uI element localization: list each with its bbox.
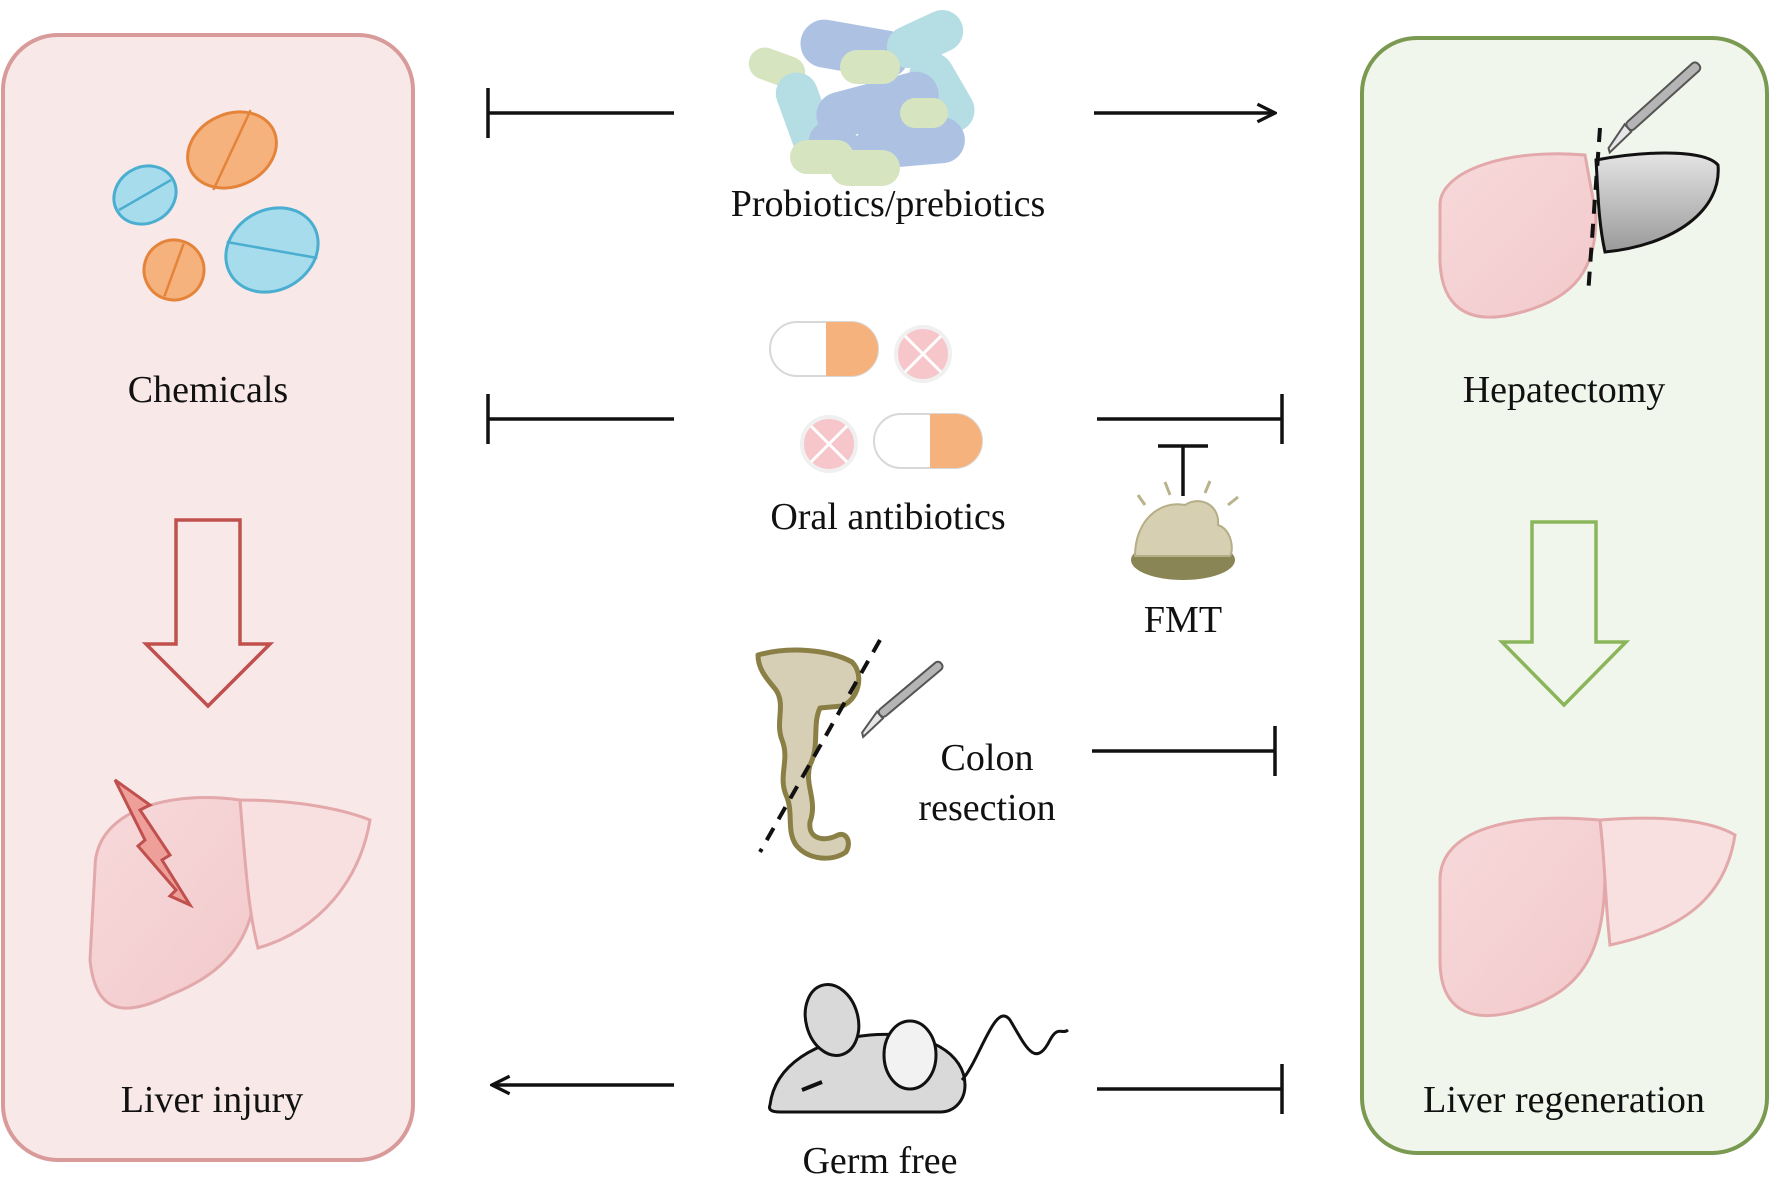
connectors — [486, 88, 1284, 1114]
antibiotics-pills-icon — [769, 321, 983, 473]
liver-injury-label: Liver injury — [121, 1079, 304, 1121]
colon-label-line1: Colon — [941, 737, 1034, 779]
right-panel: Hepatectomy Liver regeneration — [1360, 36, 1769, 1155]
regenerated-liver-icon — [1438, 816, 1737, 1018]
tablet-icon — [800, 415, 858, 473]
mouse-icon — [768, 983, 1069, 1114]
colon-icon — [755, 639, 944, 861]
stool-icon — [1131, 480, 1239, 580]
probiotics-label: Probiotics/prebiotics — [731, 183, 1046, 225]
tablet-icon — [894, 325, 952, 383]
injured-liver-icon — [88, 778, 372, 1010]
capsule-icon — [873, 413, 983, 469]
left-panel-box — [1, 33, 415, 1162]
cut-line — [1586, 127, 1602, 296]
capsule-icon — [769, 321, 879, 377]
left-panel: Chemicals Liver injury — [1, 33, 415, 1162]
hepatectomy-label: Hepatectomy — [1463, 369, 1666, 411]
chemicals-label: Chemicals — [128, 369, 288, 411]
hepatectomy-liver-icon — [1438, 61, 1720, 319]
scalpel-icon — [1607, 61, 1702, 155]
antibiotics-label: Oral antibiotics — [770, 496, 1005, 538]
fmt-label: FMT — [1144, 599, 1222, 641]
chemicals-pills-icon — [112, 109, 320, 302]
scalpel-icon — [861, 660, 944, 739]
colon-label-line2: resection — [918, 787, 1055, 829]
colon-cut-line — [758, 639, 882, 853]
right-down-arrow — [1497, 520, 1631, 708]
lightning-bolt-icon — [113, 778, 194, 909]
left-down-arrow — [141, 518, 275, 709]
liver-regeneration-label: Liver regeneration — [1423, 1079, 1705, 1121]
resected-lobe-icon — [1594, 151, 1720, 254]
mouse-ear-icon — [803, 983, 861, 1057]
germ-free-label: Germ free — [802, 1140, 957, 1180]
mouse-tail — [960, 1014, 1069, 1082]
probiotics-bacteria-icon — [748, 9, 975, 186]
